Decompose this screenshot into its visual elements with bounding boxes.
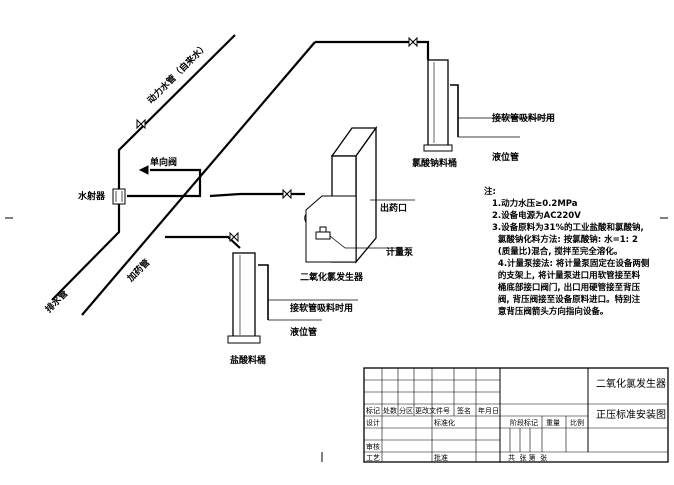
tb-header: 签名 bbox=[457, 406, 471, 415]
label-chlorate-tank: 氯酸钠料桶 bbox=[412, 157, 457, 169]
tb-header: 处数 bbox=[383, 406, 397, 415]
tb-sheets: 共 张 第 张 bbox=[508, 453, 547, 462]
valve-hcl bbox=[229, 231, 239, 243]
label-ejector: 水射器 bbox=[78, 190, 106, 202]
tb-weight: 重量 bbox=[546, 419, 560, 427]
hcl-feed-pipe bbox=[165, 235, 241, 249]
hcl-tank bbox=[227, 252, 261, 344]
tb-standardize: 标准化 bbox=[434, 418, 455, 427]
check-valve-icon bbox=[138, 165, 149, 175]
tb-design: 设计 bbox=[366, 418, 380, 427]
chlorate-tank bbox=[423, 59, 453, 152]
hcl-side-pipe bbox=[258, 264, 269, 320]
valves bbox=[136, 36, 418, 243]
generator-cabinet bbox=[305, 125, 378, 264]
tb-process: 工艺 bbox=[366, 454, 380, 462]
note-line: 阀, 背压阀接至设备原料进口。特别注 bbox=[492, 294, 641, 305]
note-line: 氯酸钠化料方法: 按氯酸钠: 水=1: 2 bbox=[492, 234, 638, 245]
label-meter-pump: 计量泵 bbox=[386, 246, 414, 258]
label-power-pipe: 动力水管（自来水） bbox=[145, 40, 211, 106]
tb-header: 分区 bbox=[399, 406, 413, 415]
tb-header: 标记 bbox=[366, 406, 380, 415]
leader-lines bbox=[268, 117, 552, 321]
drain-pipe bbox=[51, 203, 121, 301]
label-chlorate-suction: 接软管吸料时用 bbox=[492, 112, 555, 124]
pipe-network bbox=[51, 34, 459, 320]
label-drain-pipe: 排水管 bbox=[43, 288, 71, 316]
title-block bbox=[363, 367, 669, 463]
drawing-name-line1: 二氧化氯发生器 bbox=[596, 377, 666, 390]
label-check-valve: 单向阀 bbox=[150, 156, 177, 168]
border-ticks bbox=[5, 217, 668, 462]
dosing-pipe bbox=[81, 41, 316, 316]
label-outlet: 出药口 bbox=[380, 202, 407, 214]
valve-top bbox=[408, 36, 418, 48]
note-line: 桶底部接口阀门, 出口用硬管接至背压 bbox=[492, 282, 641, 293]
note-line: 4.计量泵接法: 将计量泵固定在设备两侧 bbox=[492, 258, 650, 269]
ejector bbox=[112, 188, 126, 205]
notes-block: 注: 1.动力水压≥0.2MPa 2.设备电源为AC220V 3.设备原料为31… bbox=[484, 186, 650, 317]
tb-approve: 批准 bbox=[434, 453, 448, 462]
note-line: 1.动力水压≥0.2MPa bbox=[492, 198, 578, 209]
note-line: (质量比)混合, 搅拌至完全溶化。 bbox=[492, 246, 622, 257]
drawing-name-line2: 正压标准安装图 bbox=[596, 408, 666, 421]
power-water-pipe bbox=[117, 34, 236, 190]
tb-header: 更改文件号 bbox=[415, 406, 450, 415]
tb-scale: 比例 bbox=[570, 418, 584, 427]
valve-generator bbox=[282, 188, 292, 200]
chlorate-top-pipe bbox=[315, 40, 430, 60]
tb-header: 年月日 bbox=[478, 406, 499, 415]
label-hcl-level: 液位管 bbox=[290, 326, 317, 338]
title-block-text: 二氧化氯发生器 正压标准安装图 标记 处数 分区 更改文件号 签名 年月日 设计… bbox=[366, 377, 666, 462]
chlorate-side-pipe bbox=[450, 84, 459, 137]
label-hcl-tank: 盐酸料桶 bbox=[230, 354, 266, 366]
note-line: 3.设备原料为31%的工业盐酸和氯酸钠, bbox=[492, 222, 644, 233]
notes-title: 注: bbox=[484, 186, 496, 197]
note-line: 的支架上, 将计量泵进口用软管接至料 bbox=[492, 270, 641, 281]
ejector-feed-pipe bbox=[127, 168, 202, 198]
note-line: 2.设备电源为AC220V bbox=[492, 210, 581, 221]
label-hcl-suction: 接软管吸料时用 bbox=[290, 302, 353, 314]
note-line: 意背压阀箭头方向指向设备。 bbox=[492, 306, 608, 317]
tb-stage-mark: 阶段标记 bbox=[510, 418, 538, 427]
valve-power bbox=[136, 118, 146, 130]
label-generator: 二氧化氯发生器 bbox=[300, 271, 364, 283]
tb-review: 审核 bbox=[366, 442, 380, 451]
label-chlorate-level: 液位管 bbox=[492, 151, 519, 163]
